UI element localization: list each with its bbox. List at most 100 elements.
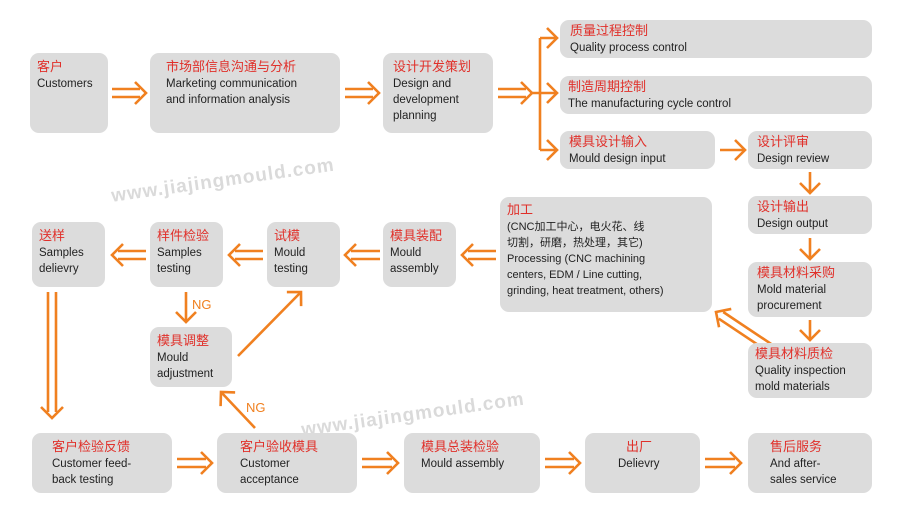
step-title-zh: 设计开发策划: [393, 60, 472, 75]
step-mould-assembly: 模具装配 Mould assembly: [383, 222, 456, 287]
step-title-en: Mold material procurement: [757, 284, 827, 312]
step-title-en: Mould design input: [569, 153, 666, 165]
step-title-en: Mould adjustment: [157, 352, 214, 380]
step-title-en: Marketing communication and information …: [166, 78, 298, 106]
arrow-head-icon: [799, 329, 821, 342]
arrow-head-icon: [714, 307, 732, 328]
double-arrow-shaft: [498, 87, 526, 99]
double-arrow-shaft: [235, 249, 263, 261]
step-title-zh: 质量过程控制: [570, 24, 649, 39]
step-title-zh: 模具材料采购: [757, 266, 836, 281]
step-delivery: 出厂 Delievry: [585, 433, 700, 493]
step-title-zh: 模具材料质检: [755, 347, 834, 362]
step-title-zh: 送样: [39, 229, 66, 244]
arrow-head-icon: [799, 248, 821, 261]
step-design-output: 设计输出 Design output: [748, 196, 872, 234]
step-title-zh: 加工: [507, 203, 534, 218]
step-title-en: Delievry: [618, 458, 660, 470]
double-arrow-shaft: [545, 457, 574, 469]
step-title-zh: 售后服务: [770, 440, 823, 455]
step-title-en: Mould assembly: [390, 247, 439, 275]
arrow-head-icon: [175, 311, 197, 324]
arrow-head-icon: [219, 390, 236, 407]
step-title-zh: 模具设计输入: [569, 135, 648, 150]
step-design-input: 模具设计输入 Mould design input: [560, 131, 715, 169]
step-title-en: Mould testing: [274, 247, 308, 275]
step-design-planning: 设计开发策划 Design and development planning: [383, 53, 493, 133]
step-title-en: And after- sales service: [770, 458, 837, 486]
step-title-zh: 样件检验: [157, 229, 210, 244]
step-samples-testing: 样件检验 Samples testing: [150, 222, 223, 287]
step-customer-acceptance: 客户验收模具 Customer acceptance: [217, 433, 357, 493]
ng-label: NG: [246, 400, 266, 415]
step-title-zh: 模具装配: [390, 229, 443, 244]
arrow-head-icon: [729, 451, 743, 475]
step-title-en: Customer acceptance: [240, 458, 299, 486]
step-title-en: Samples delievry: [39, 247, 84, 275]
double-arrow-shaft: [351, 249, 380, 261]
step-customer-feedback: 客户检验反馈 Customer feed- back testing: [32, 433, 172, 493]
step-marketing: 市场部信息沟通与分析 Marketing communication and in…: [150, 53, 340, 133]
arrow-head-icon: [200, 451, 214, 475]
step-title-zh: 客户验收模具: [240, 440, 319, 455]
arrow-head-icon: [343, 243, 357, 267]
step-title-zh: 市场部信息沟通与分析: [166, 60, 297, 75]
arrow-head-icon: [568, 451, 582, 475]
step-after-sales: 售后服务 And after- sales service: [748, 433, 872, 493]
step-title-en: Design review: [757, 153, 830, 165]
double-arrow-shaft: [46, 292, 58, 412]
arrow-head-icon: [134, 81, 148, 105]
arrow-head-icon: [286, 290, 303, 307]
arrow-shaft: [237, 291, 302, 357]
double-arrow-shaft: [468, 249, 496, 261]
arrow-shaft: [220, 391, 256, 429]
step-title-en: (CNC加工中心，电火花、线 切割，研磨，热处理，其它) Processing …: [507, 221, 664, 297]
double-arrow-shaft: [705, 457, 735, 469]
step-title-zh: 设计输出: [757, 200, 810, 215]
step-title-en: Customer feed- back testing: [52, 458, 132, 486]
arrow-head-icon: [546, 139, 559, 161]
arrow-head-icon: [460, 243, 474, 267]
arrow-head-icon: [110, 243, 124, 267]
step-material-procurement: 模具材料采购 Mold material procurement: [748, 262, 872, 317]
arrow-head-icon: [367, 81, 381, 105]
double-arrow-shaft: [362, 457, 392, 469]
step-title-en: Quality process control: [570, 42, 687, 54]
ng-label: NG: [192, 297, 212, 312]
step-design-review: 设计评审 Design review: [748, 131, 872, 169]
step-cycle-control: 制造周期控制 The manufacturing cycle control: [560, 76, 872, 114]
step-title-zh: 设计评审: [757, 135, 810, 150]
step-customers: 客户 Customers: [30, 53, 108, 133]
step-processing: 加工 (CNC加工中心，电火花、线 切割，研磨，热处理，其它) Processin…: [500, 197, 712, 312]
step-title-zh: 制造周期控制: [568, 80, 647, 95]
step-title-en: Customers: [37, 78, 93, 90]
step-title-zh: 客户: [37, 60, 64, 75]
step-title-en: Design output: [757, 218, 828, 230]
double-arrow-shaft: [345, 87, 373, 99]
step-title-zh: 模具调整: [157, 334, 210, 349]
double-arrow-shaft: [118, 249, 146, 261]
arrow-head-icon: [520, 81, 534, 105]
step-quality-control: 质量过程控制 Quality process control: [560, 20, 872, 58]
step-title-en: The manufacturing cycle control: [568, 98, 731, 110]
arrow-head-icon: [546, 27, 559, 49]
arrow-head-icon: [799, 182, 821, 195]
step-title-zh: 客户检验反馈: [52, 440, 131, 455]
step-mould-adjustment: 模具调整 Mould adjustment: [150, 327, 232, 387]
arrow-head-icon: [227, 243, 241, 267]
step-title-en: Quality inspection mold materials: [755, 365, 846, 393]
step-title-en: Design and development planning: [393, 78, 459, 122]
arrow-head-icon: [40, 406, 64, 420]
arrow-head-icon: [734, 139, 747, 161]
step-title-en: Mould assembly: [421, 458, 505, 470]
arrow-head-icon: [386, 451, 400, 475]
step-title-en: Samples testing: [157, 247, 202, 275]
double-arrow-shaft: [112, 87, 140, 99]
step-material-inspection: 模具材料质检 Quality inspection mold materials: [748, 343, 872, 398]
arrow-head-icon: [546, 82, 559, 104]
step-title-zh: 出厂: [626, 440, 653, 455]
